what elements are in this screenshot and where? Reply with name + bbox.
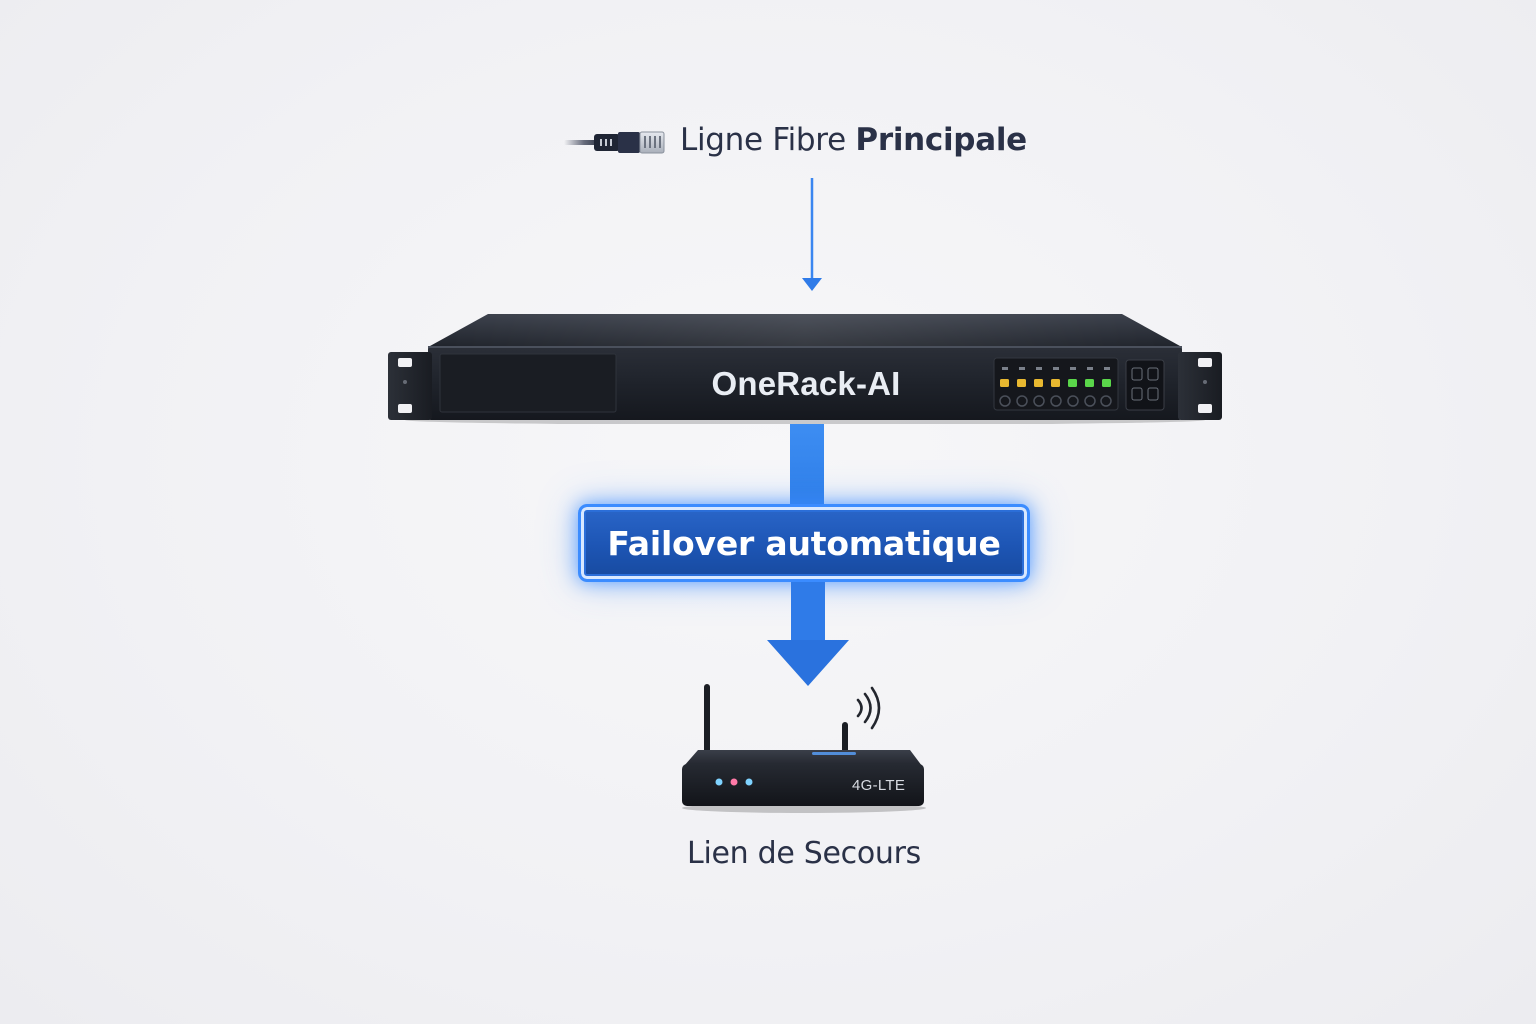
rack-led-tick	[1087, 367, 1093, 370]
fibre-label-prefix: Ligne Fibre	[680, 122, 846, 158]
rack-to-failover-connector	[790, 424, 824, 506]
rack-led	[1000, 379, 1009, 387]
rack-led	[1034, 379, 1043, 387]
failover-to-router-arrow	[767, 582, 849, 686]
router-led	[730, 778, 738, 786]
onerack-server: OneRack-AI	[388, 312, 1222, 424]
fibre-to-rack-arrow	[802, 178, 822, 291]
rack-led	[1102, 379, 1111, 387]
rack-led	[1068, 379, 1077, 387]
rack-led	[1085, 379, 1094, 387]
failover-label: Failover automatique	[607, 523, 1001, 563]
lte-router: 4G-LTE	[676, 680, 936, 820]
rack-led-tick	[1036, 367, 1042, 370]
wifi-signal-icon	[856, 686, 881, 730]
router-model-label: 4G-LTE	[852, 777, 906, 794]
backup-link-label: Lien de Secours	[687, 836, 921, 871]
rack-led-tick	[1002, 367, 1008, 370]
router-led	[745, 778, 753, 786]
rack-name-label: OneRack-AI	[711, 365, 901, 402]
rack-led-tick	[1070, 367, 1076, 370]
rack-led-tick	[1053, 367, 1059, 370]
ethernet-cable-icon	[564, 131, 665, 154]
rack-status-leds	[1000, 367, 1111, 387]
fibre-label-strong: Principale	[855, 122, 1027, 158]
fibre-line-header: Ligne Fibre Principale	[560, 118, 1027, 168]
rack-led	[1051, 379, 1060, 387]
rack-server-body	[388, 314, 1222, 424]
rack-led	[1017, 379, 1026, 387]
router-led	[715, 778, 723, 786]
router-body	[682, 684, 926, 813]
fibre-line-label: Ligne Fibre Principale	[680, 122, 1027, 158]
failover-box: Failover automatique	[578, 504, 1030, 582]
rack-led-tick	[1104, 367, 1110, 370]
rack-led-tick	[1019, 367, 1025, 370]
router-status-leds	[715, 778, 753, 786]
